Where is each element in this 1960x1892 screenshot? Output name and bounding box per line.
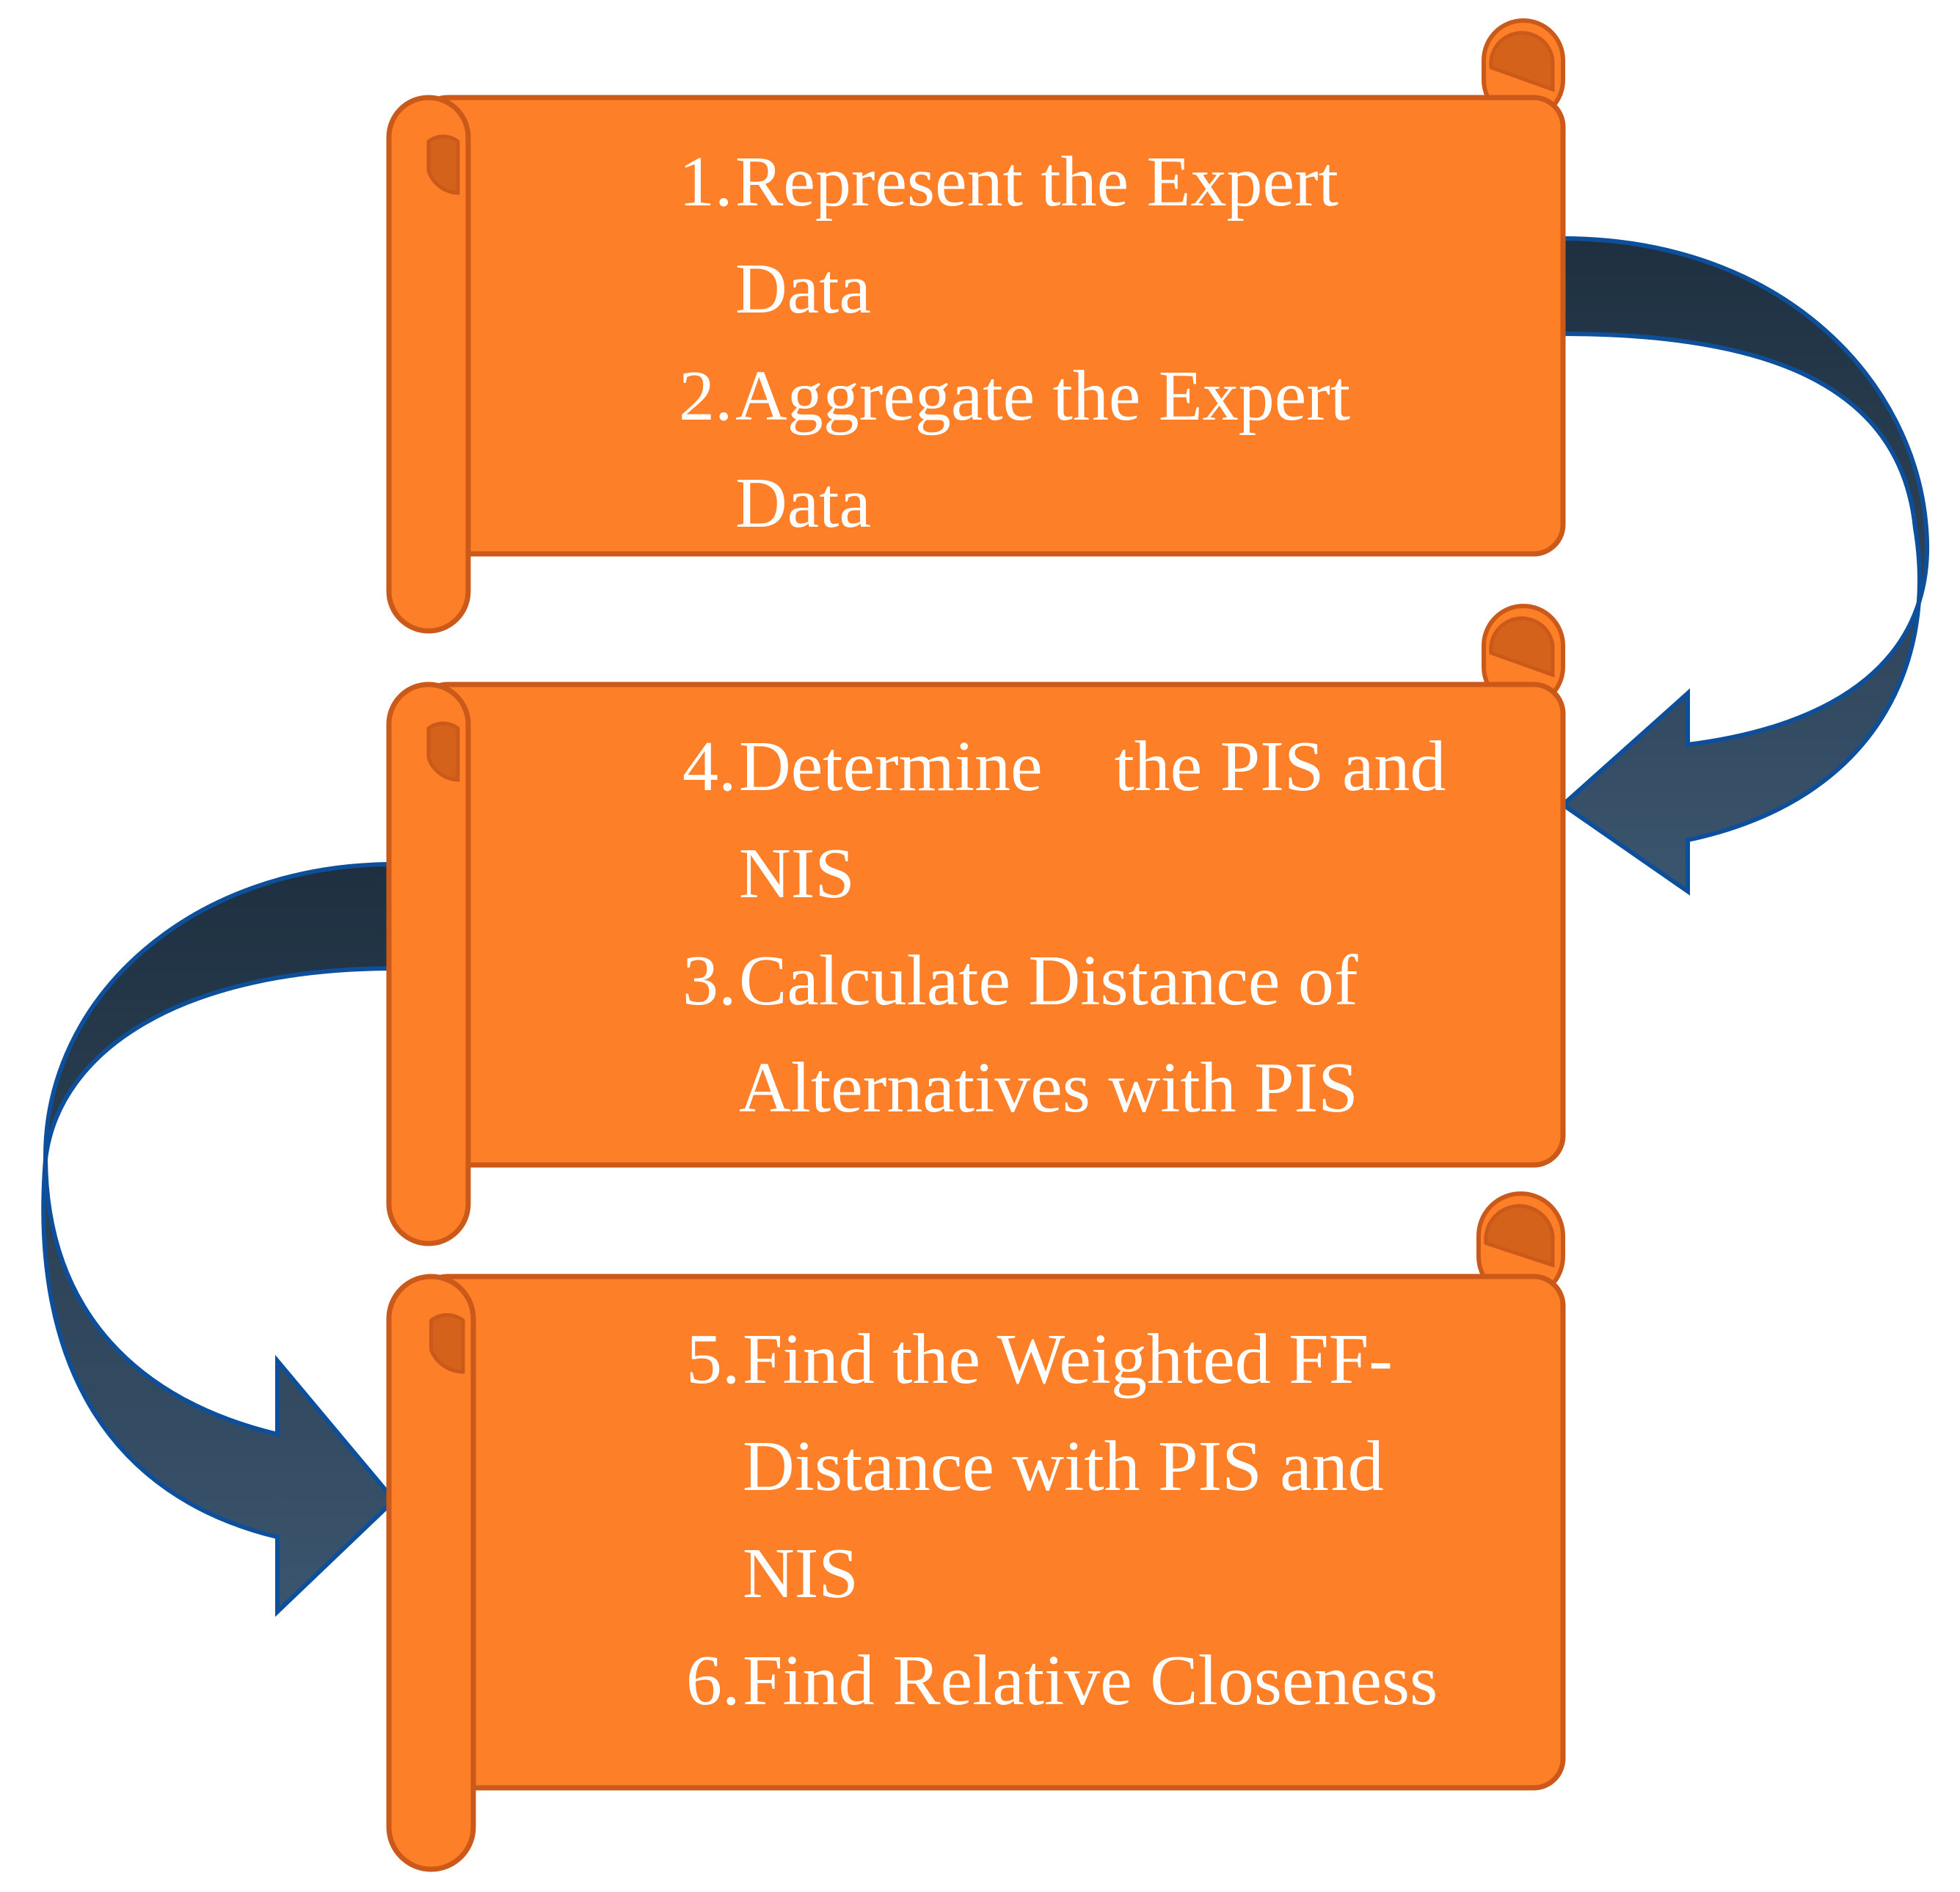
scroll-left-roll xyxy=(386,95,471,634)
scroll-left-roll-shadow xyxy=(426,134,460,195)
scroll-right-curl-shadow xyxy=(1489,31,1555,92)
scroll-right-curl-shadow xyxy=(1484,1204,1555,1268)
step-number: 5. xyxy=(686,1320,740,1399)
step-number: 2. xyxy=(679,357,733,436)
step-number: 3. xyxy=(682,941,737,1020)
scroll-step-group-3: 5.Find the Weighted FF- Distance with PIS… xyxy=(386,1191,1566,1872)
step-label-line: Data xyxy=(735,249,871,329)
scroll-left-roll xyxy=(386,1274,476,1872)
curved-arrow-down-left-icon xyxy=(1559,235,1930,896)
step-label-line: Calculate Distance of xyxy=(739,941,1358,1020)
scroll-left-roll xyxy=(386,682,471,1246)
step-label-line: NIS xyxy=(739,834,855,913)
step-label-line: Alternatives with PIS xyxy=(739,1048,1358,1128)
step-number: 1. xyxy=(679,142,733,222)
step-label-line: Find Relative Closeness xyxy=(743,1641,1438,1720)
step-label-line: NIS xyxy=(743,1534,859,1613)
step-label-line: Data xyxy=(735,464,871,543)
step-number: 4. xyxy=(682,727,737,806)
step-label-line: Represent the Expert xyxy=(735,142,1338,222)
scroll-right-curl-shadow xyxy=(1489,616,1555,678)
scroll-left-roll-shadow xyxy=(426,721,460,782)
step-label-line: Determine the PIS and xyxy=(739,727,1446,806)
step-label-line: Distance with PIS and xyxy=(743,1427,1384,1506)
scroll-left-roll-shadow xyxy=(429,1313,465,1374)
curved-arrow-down-right-icon xyxy=(41,861,398,1618)
step-label-line: Find the Weighted FF- xyxy=(743,1320,1393,1399)
connector-arrows xyxy=(41,235,1930,1618)
step-number: 6. xyxy=(686,1641,740,1720)
step-label-line: Aggregate the Expert xyxy=(735,357,1350,436)
